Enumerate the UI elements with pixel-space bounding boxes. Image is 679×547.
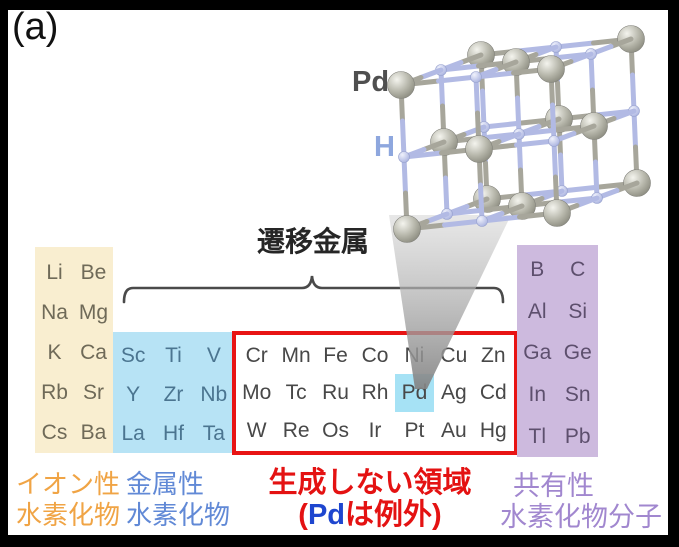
legend-no-hydride-region: 生成しない領域 (Pdは例外) (258, 467, 482, 531)
element-cell-na: Na (41, 300, 68, 324)
element-cell-pt: Pt (404, 418, 425, 442)
element-cell-pb: Pb (564, 424, 591, 448)
element-cell-zr: Zr (163, 383, 184, 406)
element-cell-la: La (121, 422, 145, 445)
element-cell-hg: Hg (479, 418, 507, 442)
element-cell-fe: Fe (323, 344, 348, 368)
legend-metallic-line2: 水素化物 (126, 500, 231, 530)
element-cell-in: In (528, 383, 546, 407)
element-cell-sn: Sn (564, 383, 591, 407)
element-cell-tl: Tl (528, 424, 547, 448)
element-cell-si: Si (568, 299, 588, 323)
legend-covalent-line2: 水素化物分子 (500, 502, 662, 532)
pd-atom-label: Pd (352, 66, 390, 98)
element-cell-cd: Cd (479, 381, 507, 405)
element-cell-mn: Mn (281, 344, 311, 368)
element-cell-be: Be (80, 260, 107, 284)
element-cell-au: Au (441, 418, 467, 442)
legend-covalent-hydride: 共有性 水素化物分子 (500, 471, 662, 533)
element-cell-ag: Ag (441, 381, 467, 405)
element-cell-cr: Cr (245, 344, 268, 368)
element-cell-li: Li (46, 260, 63, 284)
legend-forbidden-line1: 生成しない領域 (268, 467, 472, 499)
element-cell-ga: Ga (523, 341, 552, 365)
legend-metallic-line1: 金属性 (126, 469, 205, 499)
element-cell-zn: Zn (481, 344, 506, 368)
element-cell-ti: Ti (165, 344, 182, 367)
legend-covalent-line1: 共有性 (513, 471, 594, 501)
legend-metallic-hydride: 金属性 水素化物 (126, 469, 230, 531)
element-cell-k: K (47, 340, 62, 364)
element-cell-sr: Sr (83, 381, 104, 405)
element-cell-ca: Ca (80, 340, 107, 364)
legend-ionic-line2: 水素化物 (16, 500, 121, 530)
element-cell-mo: Mo (242, 381, 272, 405)
element-cell-ba: Ba (80, 421, 107, 445)
exception-text: は例外) (345, 499, 442, 531)
element-cell-mg: Mg (78, 300, 109, 324)
element-cell-cu: Cu (440, 344, 468, 368)
transition-metals-label: 遷移金属 (256, 226, 369, 257)
element-cell-re: Re (282, 418, 310, 442)
element-cell-rh: Rh (361, 381, 389, 405)
element-cell-v: V (206, 344, 221, 367)
h-atom-label: H (374, 131, 395, 163)
legend-ionic-line1: イオン性 (16, 469, 121, 499)
element-cell-sc: Sc (120, 344, 146, 367)
element-cell-ta: Ta (202, 422, 225, 445)
element-cell-os: Os (322, 418, 349, 442)
element-cell-ge: Ge (563, 341, 592, 365)
element-cell-al: Al (527, 299, 547, 323)
element-cell-ir: Ir (368, 418, 382, 442)
paren-open: ( (298, 499, 308, 531)
element-cell-ni: Ni (404, 344, 425, 368)
element-cell-b: B (530, 258, 545, 282)
element-cell-rb: Rb (41, 381, 68, 405)
element-cell-w: W (246, 418, 267, 442)
legend-ionic-hydride: イオン性 水素化物 (16, 469, 120, 531)
element-cell-c: C (570, 258, 586, 282)
element-cell-ru: Ru (322, 381, 349, 405)
element-cell-pd: Pd (394, 374, 435, 412)
element-cell-nb: Nb (200, 383, 228, 406)
legend-forbidden-line2: (Pdは例外) (258, 499, 482, 531)
element-cell-cs: Cs (41, 421, 68, 445)
element-cell-tc: Tc (285, 381, 307, 405)
element-cell-y: Y (126, 383, 141, 406)
element-cell-hf: Hf (162, 422, 184, 445)
element-cell-co: Co (361, 344, 389, 368)
panel-label: (a) (12, 6, 59, 48)
pd-exception-highlight: Pd (307, 499, 346, 531)
